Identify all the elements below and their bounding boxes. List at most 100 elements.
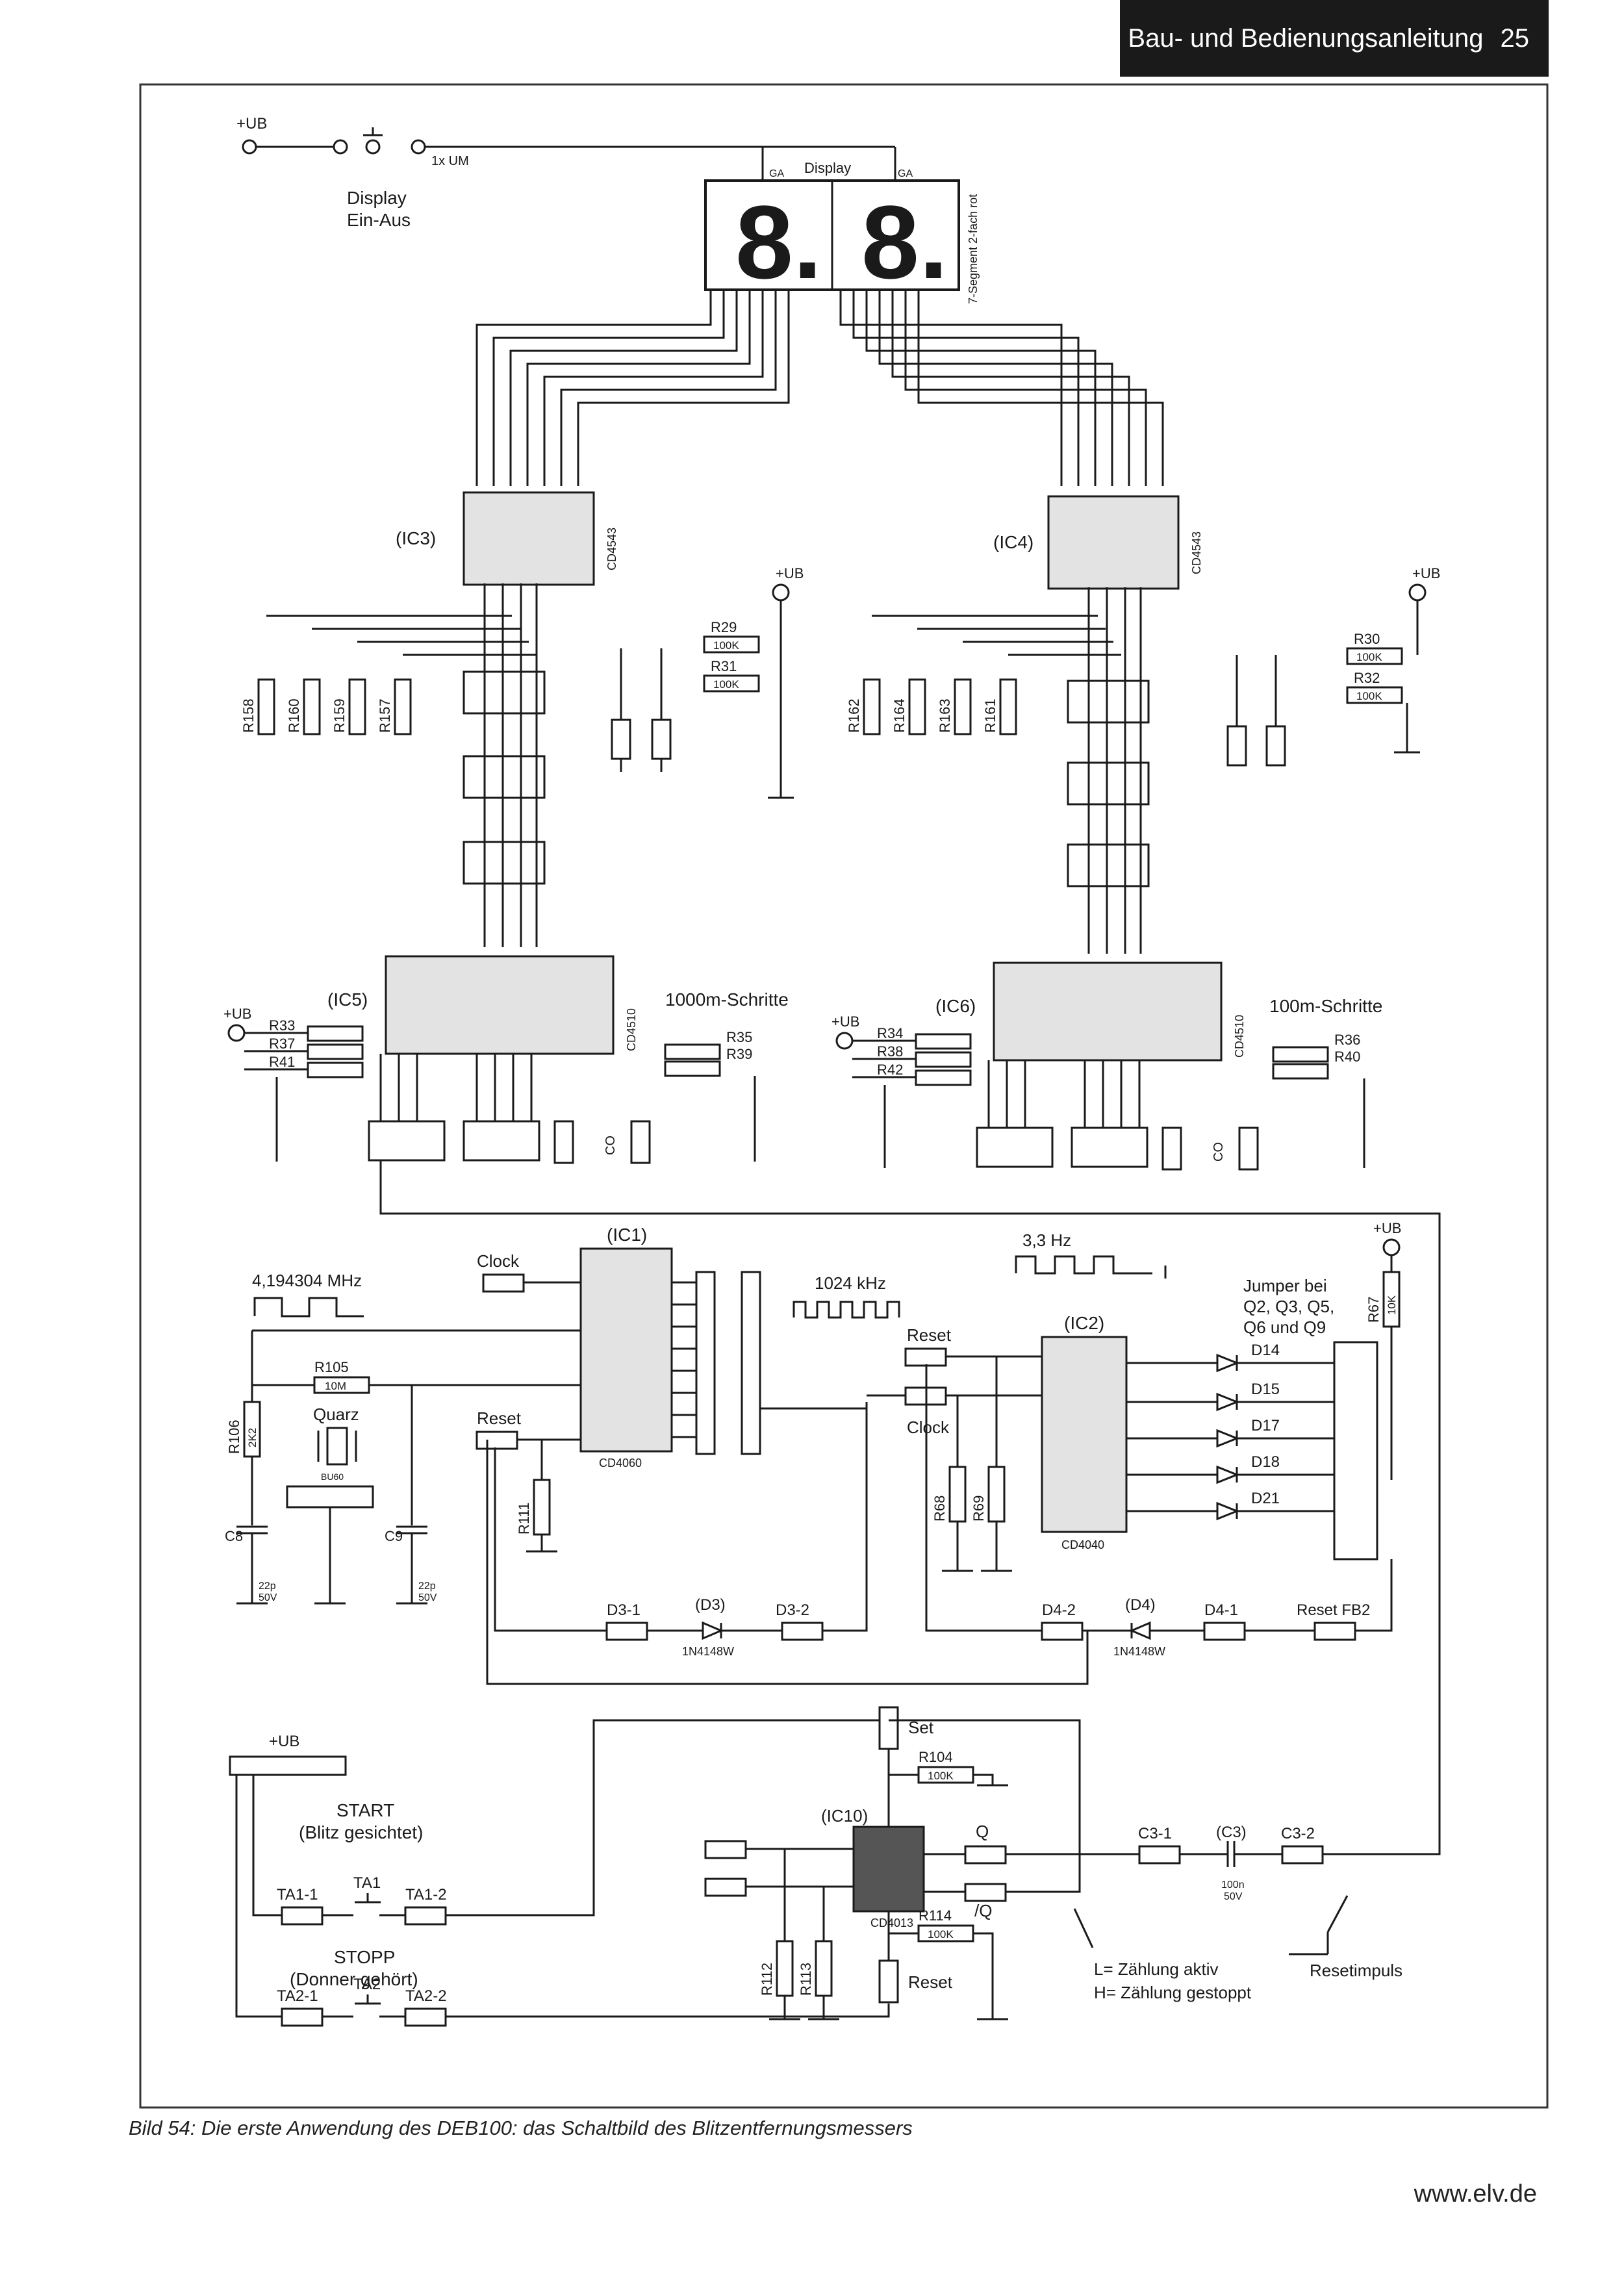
d17: D17 (1251, 1417, 1280, 1434)
schematic-figure: +UB 1x UM Display Ein-Aus Display GA GA … (139, 83, 1549, 2109)
ic6-type: CD4510 (1233, 1015, 1246, 1058)
ic4: (IC4) CD4543 (993, 495, 1203, 590)
header-title: Bau- und Bedienungsanleitung (1128, 23, 1484, 53)
ic1-type: CD4060 (599, 1457, 642, 1470)
ta1-2: TA1-2 (405, 1886, 447, 1903)
ic2-type: CD4040 (1061, 1538, 1104, 1551)
ic3-jumper-blocks (463, 583, 546, 947)
ic4-resistor-bank: R162 R164 R163 R161 (846, 615, 1121, 735)
ic6-preset-resistors: +UB R34 R38 R42 R36 R40 (831, 1013, 1360, 1086)
d18: D18 (1251, 1453, 1280, 1471)
c9-val: 22p (418, 1581, 436, 1592)
r105-val: 10M (325, 1380, 346, 1392)
r163: R163 (937, 698, 953, 733)
r160: R160 (286, 698, 302, 733)
r29: R29 (711, 619, 737, 635)
r164: R164 (891, 698, 907, 733)
nq-label: /Q (974, 1901, 992, 1920)
r157: R157 (377, 698, 393, 733)
ic3: (IC3) CD4543 (396, 491, 618, 586)
legend-1: L= Zählung aktiv (1094, 1959, 1219, 1979)
divider-jumpers: 1024 kHz 3,3 Hz (672, 1230, 1167, 1455)
r37: R37 (269, 1036, 295, 1052)
stop-title: STOPP (334, 1947, 395, 1967)
page-number: 25 (1500, 23, 1530, 53)
r158: R158 (240, 698, 257, 733)
d4-1: D4-1 (1204, 1601, 1238, 1619)
r31-val: 100K (713, 678, 739, 691)
button-connector: +UB START (Blitz gesichtet) TA1-1 TA1 TA… (229, 1719, 890, 2027)
c8-val: 22p (259, 1581, 276, 1592)
c3-ref: (C3) (1216, 1824, 1247, 1841)
r32: R32 (1354, 670, 1380, 686)
footer-url[interactable]: www.elv.de (1414, 2180, 1537, 2208)
r105: R105 (314, 1359, 349, 1375)
quarz-label: Quarz (313, 1405, 359, 1424)
digit-2: 8. (861, 184, 948, 300)
ic3-ref: (IC3) (396, 528, 436, 548)
display-switch: +UB 1x UM Display Ein-Aus (236, 115, 896, 230)
q-label: Q (976, 1822, 989, 1841)
r106-val: 2K2 (246, 1428, 259, 1447)
r104: R104 (919, 1749, 953, 1765)
r30: R30 (1354, 631, 1380, 647)
d3-1: D3-1 (607, 1601, 641, 1619)
ic6-note: 100m-Schritte (1269, 996, 1382, 1016)
ic10-ref: (IC10) (821, 1806, 868, 1826)
bu-ub: +UB (269, 1733, 299, 1750)
display-desc: 7-Segment 2-fach rot (967, 194, 980, 304)
display-ga-1: GA (769, 168, 784, 179)
clock-label-1: Clock (477, 1251, 520, 1271)
ic6-co: CO (1212, 1142, 1226, 1162)
clock-label-2: Clock (907, 1418, 950, 1437)
reset-fb2: Reset FB2 (1297, 1601, 1370, 1619)
page-header: Bau- und Bedienungsanleitung 25 (1120, 0, 1549, 77)
ta2-2: TA2-2 (405, 1987, 447, 2005)
resetimpuls-label: Resetimpuls (1310, 1961, 1402, 1980)
r31: R31 (711, 658, 737, 674)
r67-val: 10K (1386, 1295, 1398, 1315)
reset-diodes: D3-1 (D3) 1N4148W D3-2 D4-2 (D4) 1N4148W… (486, 1364, 1393, 1685)
r33: R33 (269, 1017, 295, 1034)
c3-2: C3-2 (1281, 1825, 1315, 1842)
switch-type: 1x UM (431, 154, 469, 168)
reset-label-3: Reset (908, 1972, 953, 1992)
d3-ref: (D3) (695, 1596, 726, 1614)
oscillator: 4,194304 MHz Clock (IC1) CD4060 R105 10M… (225, 1225, 673, 1605)
r42: R42 (877, 1062, 903, 1078)
d15: D15 (1251, 1381, 1280, 1398)
c8-v: 50V (259, 1592, 277, 1603)
ic4-ref: (IC4) (993, 532, 1034, 552)
ic5-ub: +UB (223, 1006, 251, 1022)
ic3-ub: +UB (776, 565, 804, 581)
ic4-pullups: +UB R30 100K R32 100K (1346, 565, 1440, 704)
r36: R36 (1334, 1032, 1360, 1048)
d4-2: D4-2 (1042, 1601, 1076, 1619)
seven-segment-display: Display GA GA 8. 8. 7-Segment 2-fach rot (704, 160, 980, 304)
freq-33-label: 3,3 Hz (1022, 1230, 1071, 1250)
reset-label-2: Reset (907, 1325, 952, 1345)
ic3-resistor-bank: R158 R160 R159 R157 (240, 615, 537, 735)
display-bus (476, 290, 1164, 486)
r112: R112 (759, 1963, 775, 1996)
jumper-note-1: Jumper bei (1243, 1276, 1327, 1295)
r34: R34 (877, 1025, 903, 1041)
jumper-note-3: Q6 und Q9 (1243, 1318, 1326, 1337)
c9: C9 (385, 1528, 403, 1544)
r67-ub: +UB (1373, 1220, 1401, 1236)
ta2-1: TA2-1 (277, 1987, 318, 2005)
r104-val: 100K (928, 1770, 954, 1782)
reset-bus (379, 1160, 1441, 1855)
start-sub: (Blitz gesichtet) (299, 1822, 423, 1842)
display-ga-2: GA (898, 168, 913, 179)
ic3-pullups: +UB R29 100K R31 100K (703, 565, 804, 785)
ic2-ref: (IC2) (1064, 1313, 1104, 1333)
d3-type: 1N4148W (682, 1645, 734, 1658)
r38: R38 (877, 1043, 903, 1060)
r67: R67 (1365, 1297, 1382, 1323)
display-title: Display (804, 160, 851, 176)
r32-val: 100K (1356, 690, 1382, 702)
ic2: Reset Clock (IC2) CD4040 R68 R69 (867, 1313, 1128, 1572)
c9-v: 50V (418, 1592, 437, 1603)
ic5-co: CO (603, 1136, 618, 1155)
